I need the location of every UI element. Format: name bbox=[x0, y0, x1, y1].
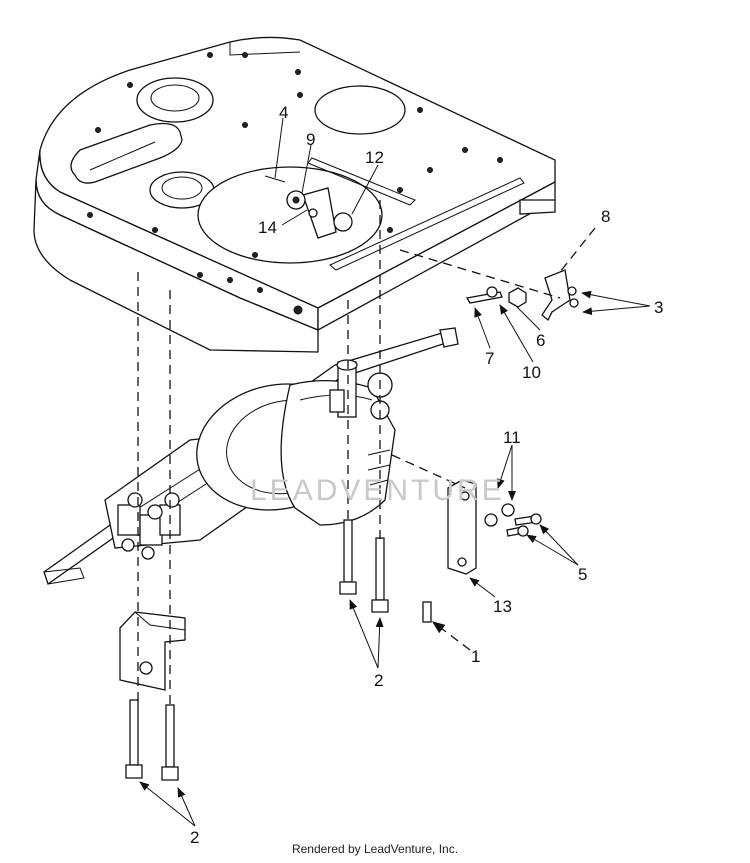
callout-2-upper: 2 bbox=[374, 671, 383, 690]
callout-4: 4 bbox=[279, 103, 288, 122]
callout-8: 8 bbox=[601, 207, 610, 226]
callout-6: 6 bbox=[536, 331, 545, 350]
leader-lines bbox=[139, 117, 651, 827]
side-hardware-lower bbox=[422, 479, 542, 623]
frame-plate bbox=[33, 36, 556, 353]
mount-bracket bbox=[119, 611, 186, 691]
callout-5: 5 bbox=[578, 565, 587, 584]
callout-12: 12 bbox=[365, 148, 384, 167]
callout-10: 10 bbox=[522, 363, 541, 382]
callout-1: 1 bbox=[471, 647, 480, 666]
watermark-text: LEADVENTURE bbox=[250, 474, 505, 507]
shift-linkage bbox=[264, 175, 353, 239]
footer-credit: Rendered by LeadVenture, Inc. bbox=[291, 842, 459, 856]
callout-14: 14 bbox=[258, 218, 277, 237]
callout-7: 7 bbox=[485, 349, 494, 368]
callout-2-lower: 2 bbox=[190, 828, 199, 847]
transaxle bbox=[43, 327, 459, 586]
callout-13: 13 bbox=[493, 597, 512, 616]
callout-11: 11 bbox=[503, 428, 521, 447]
assembly-lines bbox=[137, 200, 596, 706]
side-hardware-upper bbox=[465, 269, 579, 322]
callout-3: 3 bbox=[654, 298, 663, 317]
bolts bbox=[125, 519, 389, 781]
callout-9: 9 bbox=[306, 130, 315, 149]
